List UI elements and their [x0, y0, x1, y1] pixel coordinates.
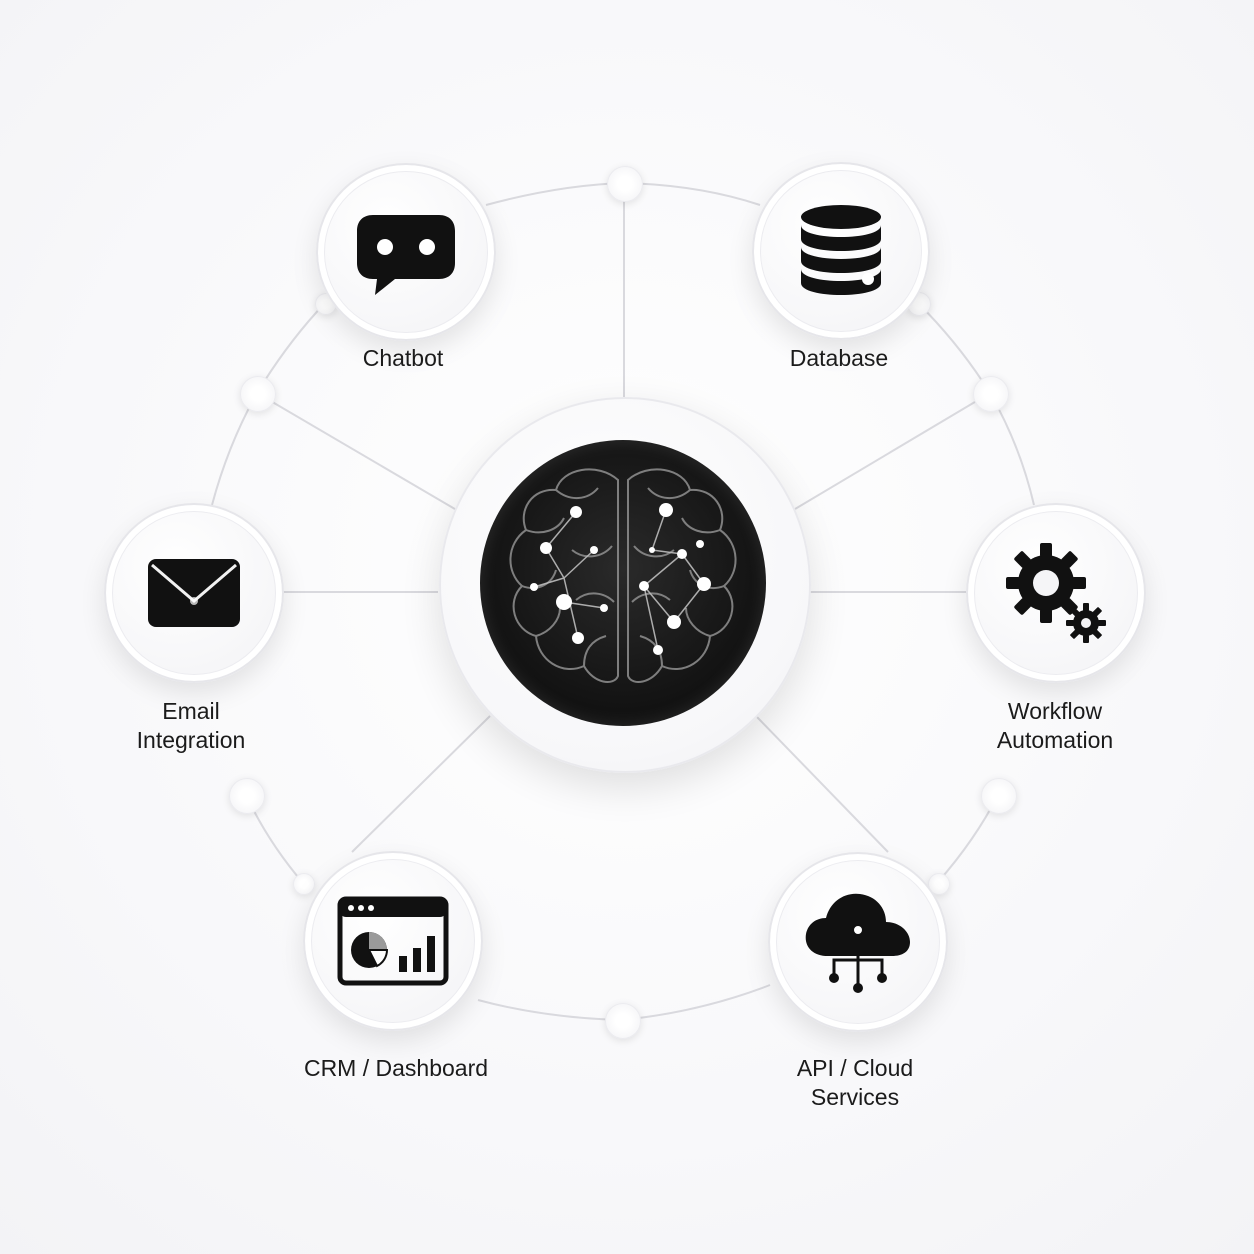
connector-dot [293, 873, 315, 895]
node-database[interactable] [752, 162, 930, 340]
outer-ring-arc [477, 999, 623, 1021]
database-icon [801, 205, 881, 295]
node-chatbot[interactable] [316, 163, 496, 341]
node-crm-dashboard[interactable] [303, 851, 483, 1031]
label-chatbot: Chatbot [362, 345, 444, 371]
label-api-cloud-services: API / Cloud Services [796, 1055, 914, 1110]
connector-dot [928, 873, 950, 895]
gears-icon [1006, 543, 1106, 643]
node-api-cloud-services[interactable] [768, 852, 948, 1032]
node-workflow-automation[interactable] [966, 503, 1146, 683]
label-crm-dashboard: CRM / Dashboard [303, 1055, 489, 1081]
connector-dot [240, 376, 276, 412]
spoke-line [789, 392, 991, 513]
dashboard-chart-icon [337, 896, 449, 986]
label-email-integration: Email Integration [136, 698, 246, 753]
outer-ring-arc [623, 182, 761, 206]
connector-dot [607, 166, 643, 202]
spoke-line [755, 715, 889, 853]
outer-ring-arc [621, 984, 771, 1021]
connector-dot [973, 376, 1009, 412]
spoke-line [256, 392, 461, 513]
label-database: Database [789, 345, 889, 371]
brain-network-icon [509, 468, 737, 683]
spoke-line [351, 715, 491, 853]
connector-dot [229, 778, 265, 814]
node-email-integration[interactable] [104, 503, 284, 683]
connector-dot [981, 778, 1017, 814]
label-workflow-automation: Workflow Automation [996, 698, 1114, 753]
chat-bubble-icon [357, 215, 455, 295]
cloud-network-icon [805, 893, 910, 993]
connector-dot [605, 1003, 641, 1039]
central-hub[interactable] [480, 440, 766, 726]
envelope-icon [148, 559, 240, 627]
outer-ring-arc [485, 182, 625, 206]
